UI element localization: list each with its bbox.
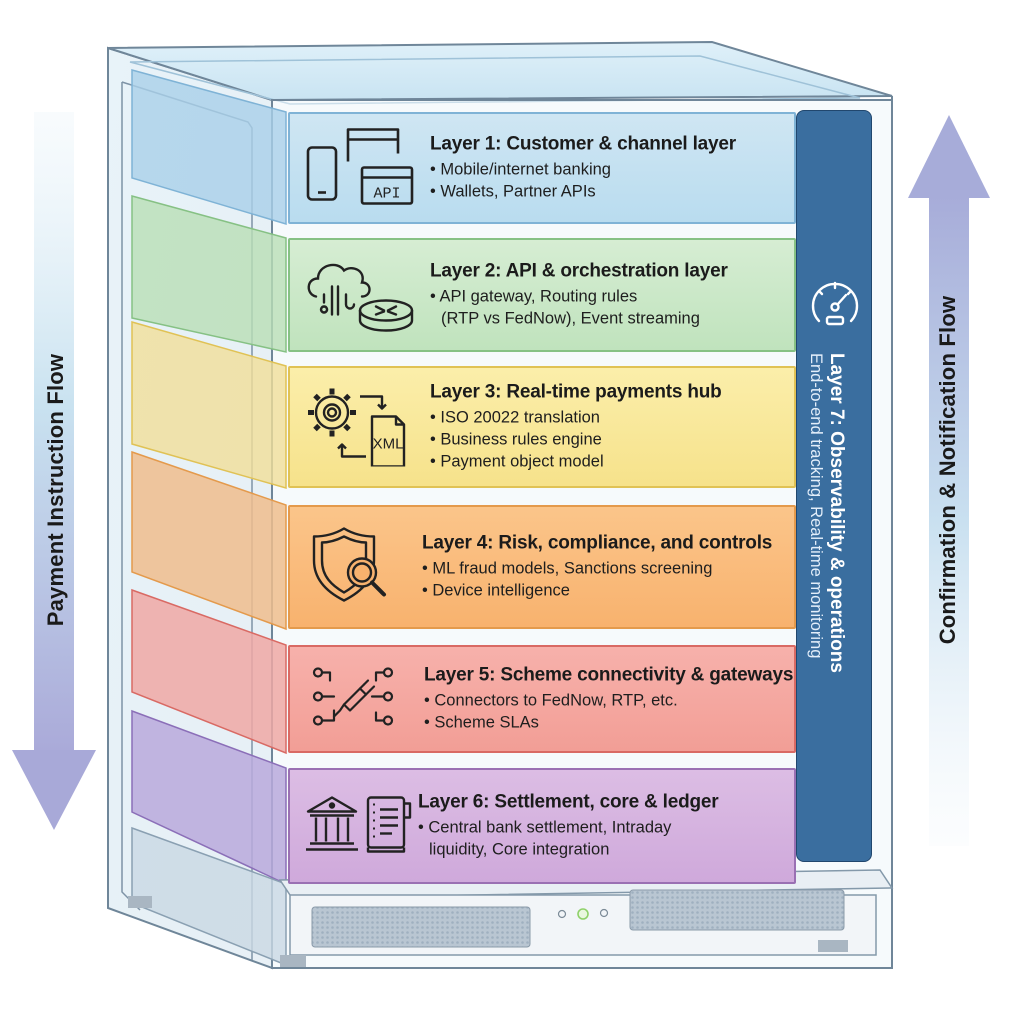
layer-bullet: Scheme SLAs [424, 712, 793, 734]
layer-bullet: Business rules engine [430, 429, 722, 451]
layer-bullet: Wallets, Partner APIs [430, 181, 736, 203]
gauge-icon [809, 277, 861, 334]
layer-bullet: ML fraud models, Sanctions screening [422, 558, 772, 580]
layer-bullet: Connectors to FedNow, RTP, etc. [424, 690, 793, 712]
layer-bullet: Payment object model [430, 451, 722, 473]
layer-2-api-orchestration: Layer 2: API & orchestration layer API g… [288, 238, 796, 352]
gear-xml-icon: XML [304, 383, 416, 472]
confirmation-flow-arrow [908, 115, 990, 846]
payment-instruction-flow-arrow [12, 112, 96, 830]
plug-connector-icon [304, 655, 416, 744]
layer-bullet: Central bank settlement, Intraday [418, 817, 718, 839]
layer-7-observability: Layer 7: Observability & operations End-… [796, 110, 872, 862]
svg-text:XML: XML [373, 436, 404, 453]
layer-4-risk-compliance: Layer 4: Risk, compliance, and controls … [288, 505, 796, 629]
cloud-router-icon [304, 251, 416, 340]
layer-7-description: End-to-end tracking, Real-time monitorin… [807, 353, 825, 659]
layer-bullet: Device intelligence [422, 580, 772, 602]
bank-ledger-icon [304, 782, 416, 871]
layer-bullet: (RTP vs FedNow), Event streaming [441, 309, 700, 328]
layer-3-payments-hub: XML Layer 3: Real-time payments hub ISO … [288, 366, 796, 488]
layer-title: Layer 4: Risk, compliance, and controls [422, 532, 773, 554]
layer-bullet: Mobile/internet banking [430, 159, 736, 181]
layer-title: Layer 1: Customer & channel layer [430, 133, 736, 155]
layer-7-title: Layer 7: Observability & operations [826, 353, 847, 673]
svg-text:API: API [373, 186, 400, 203]
payment-instruction-flow-label: Payment Instruction Flow [43, 353, 68, 627]
layer-5-scheme-connectivity: Layer 5: Scheme connectivity & gateways … [288, 645, 796, 753]
layer-1-customer-channel: API Layer 1: Customer & channel layer Mo… [288, 112, 796, 224]
layer-title: Layer 2: API & orchestration layer [430, 260, 728, 282]
layer-title: Layer 6: Settlement, core & ledger [418, 791, 719, 813]
layer-6-settlement-core: Layer 6: Settlement, core & ledger Centr… [288, 768, 796, 884]
confirmation-notification-flow-label: Confirmation & Notification Flow [935, 295, 960, 645]
indicator-lights [557, 908, 609, 920]
layer-bullet: API gateway, Routing rules [430, 286, 728, 308]
shield-search-icon [304, 523, 416, 612]
layer-title: Layer 5: Scheme connectivity & gateways [424, 664, 794, 686]
layer-side-faces [131, 69, 287, 967]
layer-title: Layer 3: Real-time payments hub [430, 381, 722, 403]
layer-bullet: liquidity, Core integration [429, 840, 610, 859]
devices-api-icon: API [304, 124, 416, 213]
layer-bullet: ISO 20022 translation [430, 407, 722, 429]
